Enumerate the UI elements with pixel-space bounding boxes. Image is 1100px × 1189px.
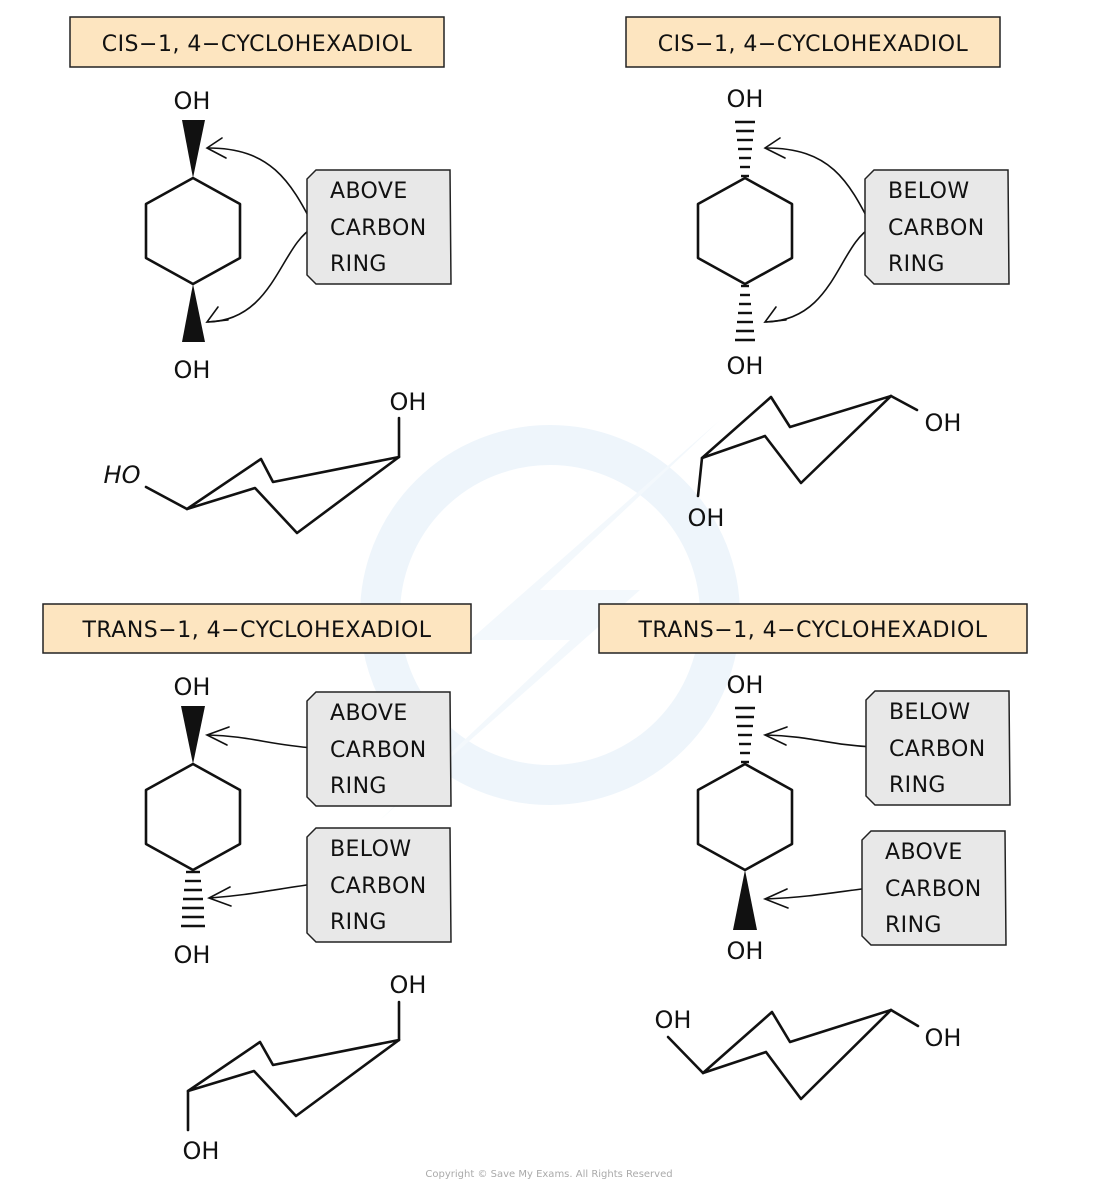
tag-line-3: RING: [330, 910, 387, 935]
arrowhead-icon: [204, 726, 230, 746]
arrowhead-icon: [762, 726, 788, 746]
bottom-hash-bond: [181, 870, 205, 928]
arrowhead-icon: [205, 306, 229, 323]
tag-box: [864, 169, 1010, 285]
bottom-oh-label: OH: [174, 356, 211, 384]
arrowhead-icon: [207, 886, 232, 907]
tag-box-above: [861, 830, 1007, 946]
panel-trans-hash-wedge: TRANS−1, 4−CYCLOHEXADIOL OH OH BELOW CAR…: [598, 603, 1028, 1101]
chair-bond-left: [144, 485, 189, 511]
top-wedge-bond: [182, 120, 205, 178]
tag-line-2: CARBON: [330, 874, 427, 899]
tag-line-2: CARBON: [330, 216, 427, 241]
cyclohexane-ring: [144, 176, 242, 286]
tag-line-3: RING: [888, 252, 945, 277]
arrow-to-top: [765, 734, 874, 748]
cyclohexane-ring: [696, 176, 794, 286]
tag-line-1: ABOVE: [330, 701, 408, 726]
chair-bond-right: [889, 394, 919, 412]
chair-bond-left: [666, 1035, 705, 1075]
top-oh-label: OH: [727, 85, 764, 113]
arrow-to-bottom: [765, 887, 870, 900]
chair-ring: [186, 1038, 401, 1118]
chair-conformation: OH OH: [688, 394, 962, 532]
tag-line-3: RING: [330, 252, 387, 277]
arrowhead-icon: [205, 137, 227, 159]
chair-label-left: HO: [104, 461, 141, 489]
bottom-oh-label: OH: [727, 937, 764, 965]
title-box: [625, 16, 1001, 68]
arrow-to-top: [207, 147, 315, 228]
chair-ring: [185, 455, 401, 535]
copyright-notice: Copyright © Save My Exams. All Rights Re…: [425, 1169, 672, 1180]
arrowhead-icon: [762, 888, 789, 909]
arrow-to-top: [765, 147, 873, 228]
top-oh-label: OH: [174, 87, 211, 115]
tag-line-2: CARBON: [888, 216, 985, 241]
tag-line-1: ABOVE: [885, 840, 963, 865]
arrow-to-top: [207, 734, 315, 749]
title-box: [69, 16, 445, 68]
panel-title: TRANS−1, 4−CYCLOHEXADIOL: [637, 618, 987, 643]
chair-conformation: HO OH: [104, 388, 427, 535]
bottom-hash-bond: [735, 284, 755, 342]
tag-line-2: CARBON: [889, 737, 986, 762]
bottom-oh-label: OH: [174, 941, 211, 969]
tag-line-3: RING: [885, 913, 942, 938]
bottom-oh-label: OH: [727, 352, 764, 380]
chair-ring: [701, 1008, 893, 1101]
arrowhead-icon: [763, 306, 787, 323]
chair-label-left: OH: [183, 1137, 220, 1165]
panel-cis-hash: CIS−1, 4−CYCLOHEXADIOL OH OH BEL: [625, 16, 1010, 532]
arrow-to-bottom: [207, 226, 315, 323]
tag-line-1: BELOW: [888, 179, 970, 204]
chair-label-right: OH: [925, 409, 962, 437]
tag-box: [306, 169, 452, 285]
tag-line-3: RING: [330, 774, 387, 799]
chair-bond-right: [889, 1008, 920, 1028]
cyclohexane-ring: [144, 762, 242, 872]
tag-line-1: BELOW: [330, 837, 412, 862]
chair-label-left: OH: [655, 1006, 692, 1034]
arrow-to-bottom: [209, 883, 315, 899]
tag-line-2: CARBON: [885, 877, 982, 902]
bottom-wedge-bond: [733, 870, 757, 930]
chair-bond-left: [696, 456, 704, 498]
arrow-to-bottom: [765, 226, 873, 323]
chair-label-right: OH: [390, 971, 427, 999]
panel-title: TRANS−1, 4−CYCLOHEXADIOL: [81, 618, 431, 643]
top-oh-label: OH: [727, 671, 764, 699]
tag-line-2: CARBON: [330, 738, 427, 763]
chair-conformation: OH OH: [183, 971, 427, 1165]
top-hash-bond: [735, 706, 755, 764]
chair-conformation: OH OH: [655, 1006, 962, 1101]
arrowhead-icon: [763, 137, 786, 159]
title-box: [598, 603, 1028, 654]
tag-line-1: BELOW: [889, 700, 971, 725]
chair-label-left: OH: [688, 504, 725, 532]
top-oh-label: OH: [174, 673, 211, 701]
chair-label-right: OH: [390, 388, 427, 416]
panel-cis-wedge: CIS−1, 4−CYCLOHEXADIOL OH OH ABOVE CARBO…: [69, 16, 452, 535]
title-box: [42, 603, 472, 654]
bottom-wedge-bond: [182, 284, 205, 342]
tag-box-below: [306, 827, 452, 943]
panel-title: CIS−1, 4−CYCLOHEXADIOL: [102, 32, 413, 57]
panel-trans-wedge-hash: TRANS−1, 4−CYCLOHEXADIOL OH OH ABOVE CAR…: [42, 603, 472, 1165]
cyclohexane-ring: [696, 762, 794, 872]
top-wedge-bond: [181, 706, 205, 764]
chair-label-right: OH: [925, 1024, 962, 1052]
tag-box-below: [865, 690, 1011, 806]
chair-ring: [700, 394, 893, 485]
panel-title: CIS−1, 4−CYCLOHEXADIOL: [658, 32, 969, 57]
tag-line-1: ABOVE: [330, 179, 408, 204]
top-hash-bond: [735, 120, 755, 178]
tag-line-3: RING: [889, 773, 946, 798]
tag-box-above: [306, 691, 452, 807]
